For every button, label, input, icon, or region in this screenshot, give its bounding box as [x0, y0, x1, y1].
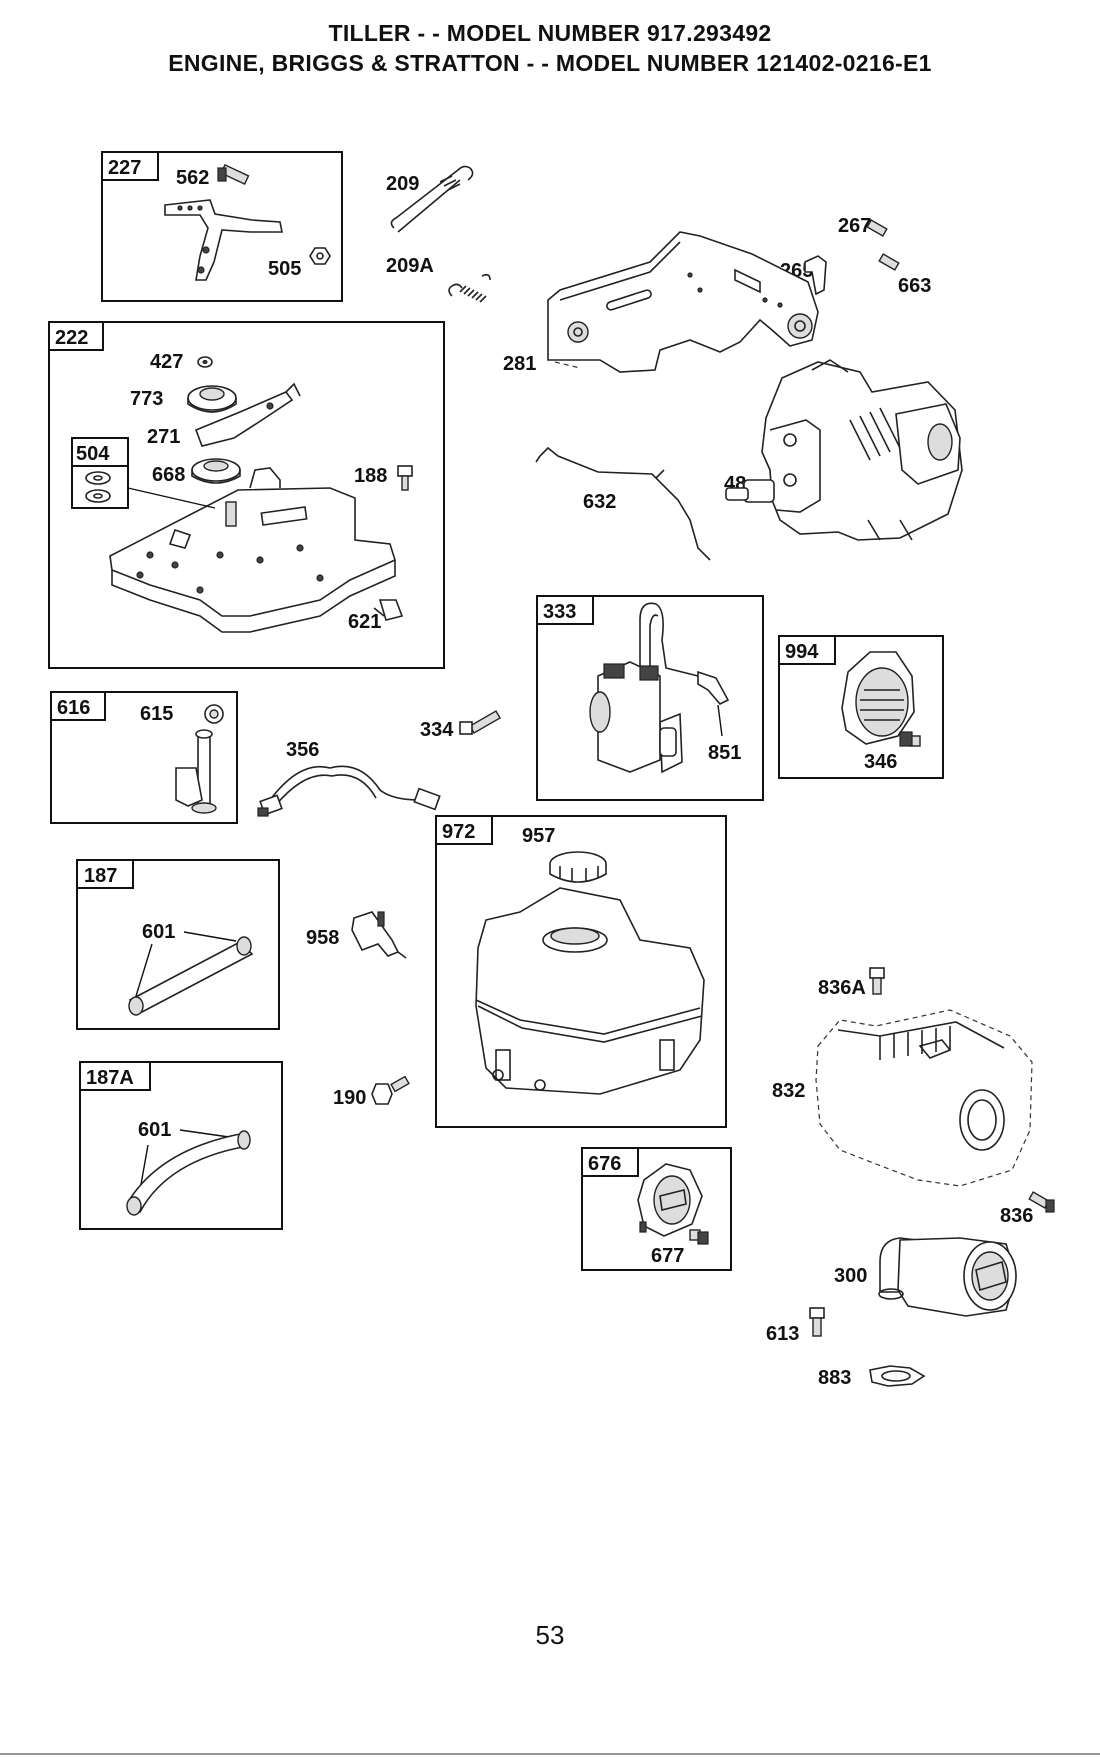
assembly-333: 333 851 [537, 596, 763, 800]
part-number-562: 562 [176, 167, 209, 189]
screw-part-562 [218, 165, 248, 184]
assembly-222: 222 427 773 271 668 188 621 [49, 322, 444, 668]
assembly-number-504: 504 [76, 443, 110, 465]
spark-arrestor-part [638, 1164, 702, 1236]
assembly-187: 187 601 [77, 860, 279, 1029]
assembly-972: 972 957 [436, 816, 726, 1127]
assembly-227: 227 562 505 [102, 152, 342, 301]
part-number-957: 957 [522, 825, 555, 847]
fuel-tank-part [476, 888, 704, 1094]
part-number-663: 663 [898, 275, 931, 297]
part-number-346: 346 [864, 751, 897, 773]
part-number-836: 836 [1000, 1205, 1033, 1227]
pulley-part-773 [188, 386, 236, 412]
part-number-334: 334 [420, 719, 454, 741]
part-number-271: 271 [147, 426, 180, 448]
washer-icon [86, 472, 110, 484]
part-number-300: 300 [834, 1265, 867, 1287]
screw-part-663 [879, 254, 899, 270]
assembly-number-676: 676 [588, 1153, 621, 1175]
part-number-427: 427 [150, 351, 183, 373]
nut-part-505 [310, 248, 330, 264]
pulley-part-668 [192, 459, 240, 483]
dipstick-tube-part [176, 730, 216, 813]
part-number-601-b: 601 [138, 1119, 171, 1141]
assembly-994: 994 346 [779, 636, 943, 778]
page-bottom-border [0, 1753, 1100, 1755]
ignition-coil-part [590, 603, 698, 772]
washer-icon [86, 490, 110, 502]
muffler-part-300 [879, 1238, 1016, 1316]
part-number-621: 621 [348, 611, 381, 633]
screw-part-677 [690, 1230, 708, 1244]
part-number-209: 209 [386, 173, 419, 195]
screw-part-190 [372, 1077, 409, 1104]
spring-part-209A [449, 275, 490, 302]
part-number-601-a: 601 [142, 921, 175, 943]
part-number-832: 832 [772, 1080, 805, 1102]
washer-part-427 [198, 357, 212, 367]
part-number-281: 281 [503, 353, 536, 375]
part-number-613: 613 [766, 1323, 799, 1345]
fuel-cap-part-957 [550, 852, 606, 882]
part-number-668: 668 [152, 464, 185, 486]
seal-part-615 [205, 705, 223, 723]
air-cleaner-housing-part-832 [816, 1010, 1032, 1186]
gasket-part-883 [870, 1366, 924, 1386]
assembly-number-333: 333 [543, 601, 576, 623]
shutoff-valve-part-958 [352, 912, 406, 958]
assembly-187A: 187A 601 [80, 1062, 282, 1229]
assembly-number-616: 616 [57, 697, 90, 719]
assembly-number-972: 972 [442, 821, 475, 843]
part-number-632: 632 [583, 491, 616, 513]
part-number-615: 615 [140, 703, 173, 725]
bolt-part-334 [460, 711, 500, 734]
engine-part-48 [726, 360, 962, 540]
spark-plug-boot-part-851 [698, 672, 728, 736]
link-part-632 [536, 448, 710, 560]
fuel-line-part-601-curved [127, 1131, 250, 1215]
part-number-190: 190 [333, 1087, 366, 1109]
wire-harness-part-356 [258, 766, 440, 816]
fuel-line-part-601 [129, 937, 252, 1015]
bolt-part-188 [398, 466, 412, 490]
assembly-616: 616 615 [51, 692, 237, 823]
bolt-part-613 [810, 1308, 824, 1336]
screw-part-346 [900, 732, 920, 746]
control-lever-part [165, 200, 282, 280]
assembly-number-227: 227 [108, 157, 141, 179]
part-number-836A: 836A [818, 977, 866, 999]
assembly-number-222: 222 [55, 327, 88, 349]
part-number-209A: 209A [386, 255, 434, 277]
part-number-851: 851 [708, 742, 741, 764]
mounting-plate-part [110, 468, 395, 632]
assembly-number-187A: 187A [86, 1067, 134, 1089]
part-number-677: 677 [651, 1245, 684, 1267]
assembly-number-187: 187 [84, 865, 117, 887]
page-number: 53 [0, 1620, 1100, 1651]
part-number-505: 505 [268, 258, 301, 280]
part-number-958: 958 [306, 927, 339, 949]
assembly-number-994: 994 [785, 641, 819, 663]
part-number-188: 188 [354, 465, 387, 487]
bolt-part-836A [870, 968, 884, 994]
part-number-773: 773 [130, 388, 163, 410]
part-number-267: 267 [838, 215, 871, 237]
part-number-356: 356 [286, 739, 319, 761]
part-number-883: 883 [818, 1367, 851, 1389]
engine-housing-part-281 [548, 232, 818, 372]
assembly-676: 676 677 [582, 1148, 731, 1270]
muffler-guard-part [842, 652, 914, 744]
